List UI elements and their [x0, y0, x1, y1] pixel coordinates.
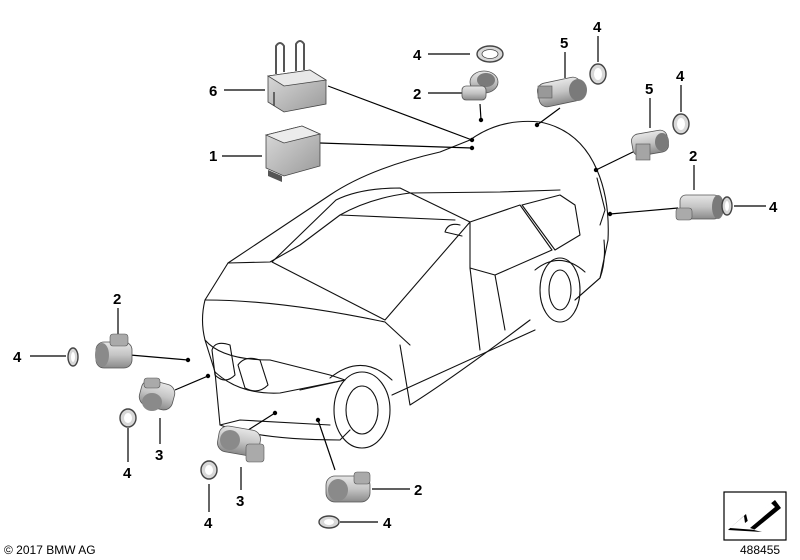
callout-4-right: 4 — [769, 199, 778, 216]
ring-right-upper-4 — [672, 113, 690, 135]
diagram-number: 488455 — [740, 543, 780, 557]
callout-4-top-right: 4 — [593, 19, 602, 36]
callout-2-right: 2 — [689, 148, 697, 165]
sensor-top-5 — [537, 76, 587, 108]
sensor-right-2 — [675, 194, 724, 221]
arrow-icon — [723, 491, 787, 541]
sensor-bottom-2 — [325, 471, 371, 503]
callout-3-left: 3 — [155, 447, 163, 464]
control-module-1 — [264, 125, 322, 182]
callout-4-top: 4 — [413, 47, 422, 64]
callout-2-bottom: 2 — [414, 482, 422, 499]
control-unit-6 — [266, 40, 328, 113]
callout-5-right: 5 — [645, 81, 653, 98]
callout-1: 1 — [209, 148, 217, 165]
callout-labels: 6 1 4 2 5 4 5 4 2 4 2 4 3 4 3 4 2 4 — [13, 19, 778, 532]
callout-5-top: 5 — [560, 35, 568, 52]
callout-4-left-lower: 4 — [123, 465, 132, 482]
callout-4-bottom: 4 — [383, 515, 392, 532]
ring-right-4 — [721, 196, 733, 216]
vehicle-outline — [201, 120, 609, 449]
callout-3-center: 3 — [236, 493, 244, 510]
copyright-text: © 2017 BMW AG — [4, 543, 96, 557]
callout-4-left: 4 — [13, 349, 22, 366]
ring-center-4 — [200, 460, 218, 480]
callout-6: 6 — [209, 83, 217, 100]
ring-bottom-4 — [318, 515, 340, 529]
ring-top-right-4 — [589, 63, 607, 85]
ring-left-4 — [67, 347, 79, 367]
ring-left-lower-4 — [119, 408, 137, 428]
leader-lines — [30, 36, 766, 523]
sensor-left-2 — [95, 333, 133, 369]
callout-4-right-upper: 4 — [676, 68, 685, 85]
sensor-right-5 — [631, 129, 669, 161]
callout-2-top: 2 — [413, 86, 421, 103]
sensor-center-3 — [217, 425, 265, 463]
ring-top-4 — [476, 45, 504, 63]
callout-2-left: 2 — [113, 291, 121, 308]
sensor-top-2 — [461, 70, 499, 101]
callout-4-center: 4 — [204, 515, 213, 532]
sensor-left-3 — [138, 377, 176, 411]
